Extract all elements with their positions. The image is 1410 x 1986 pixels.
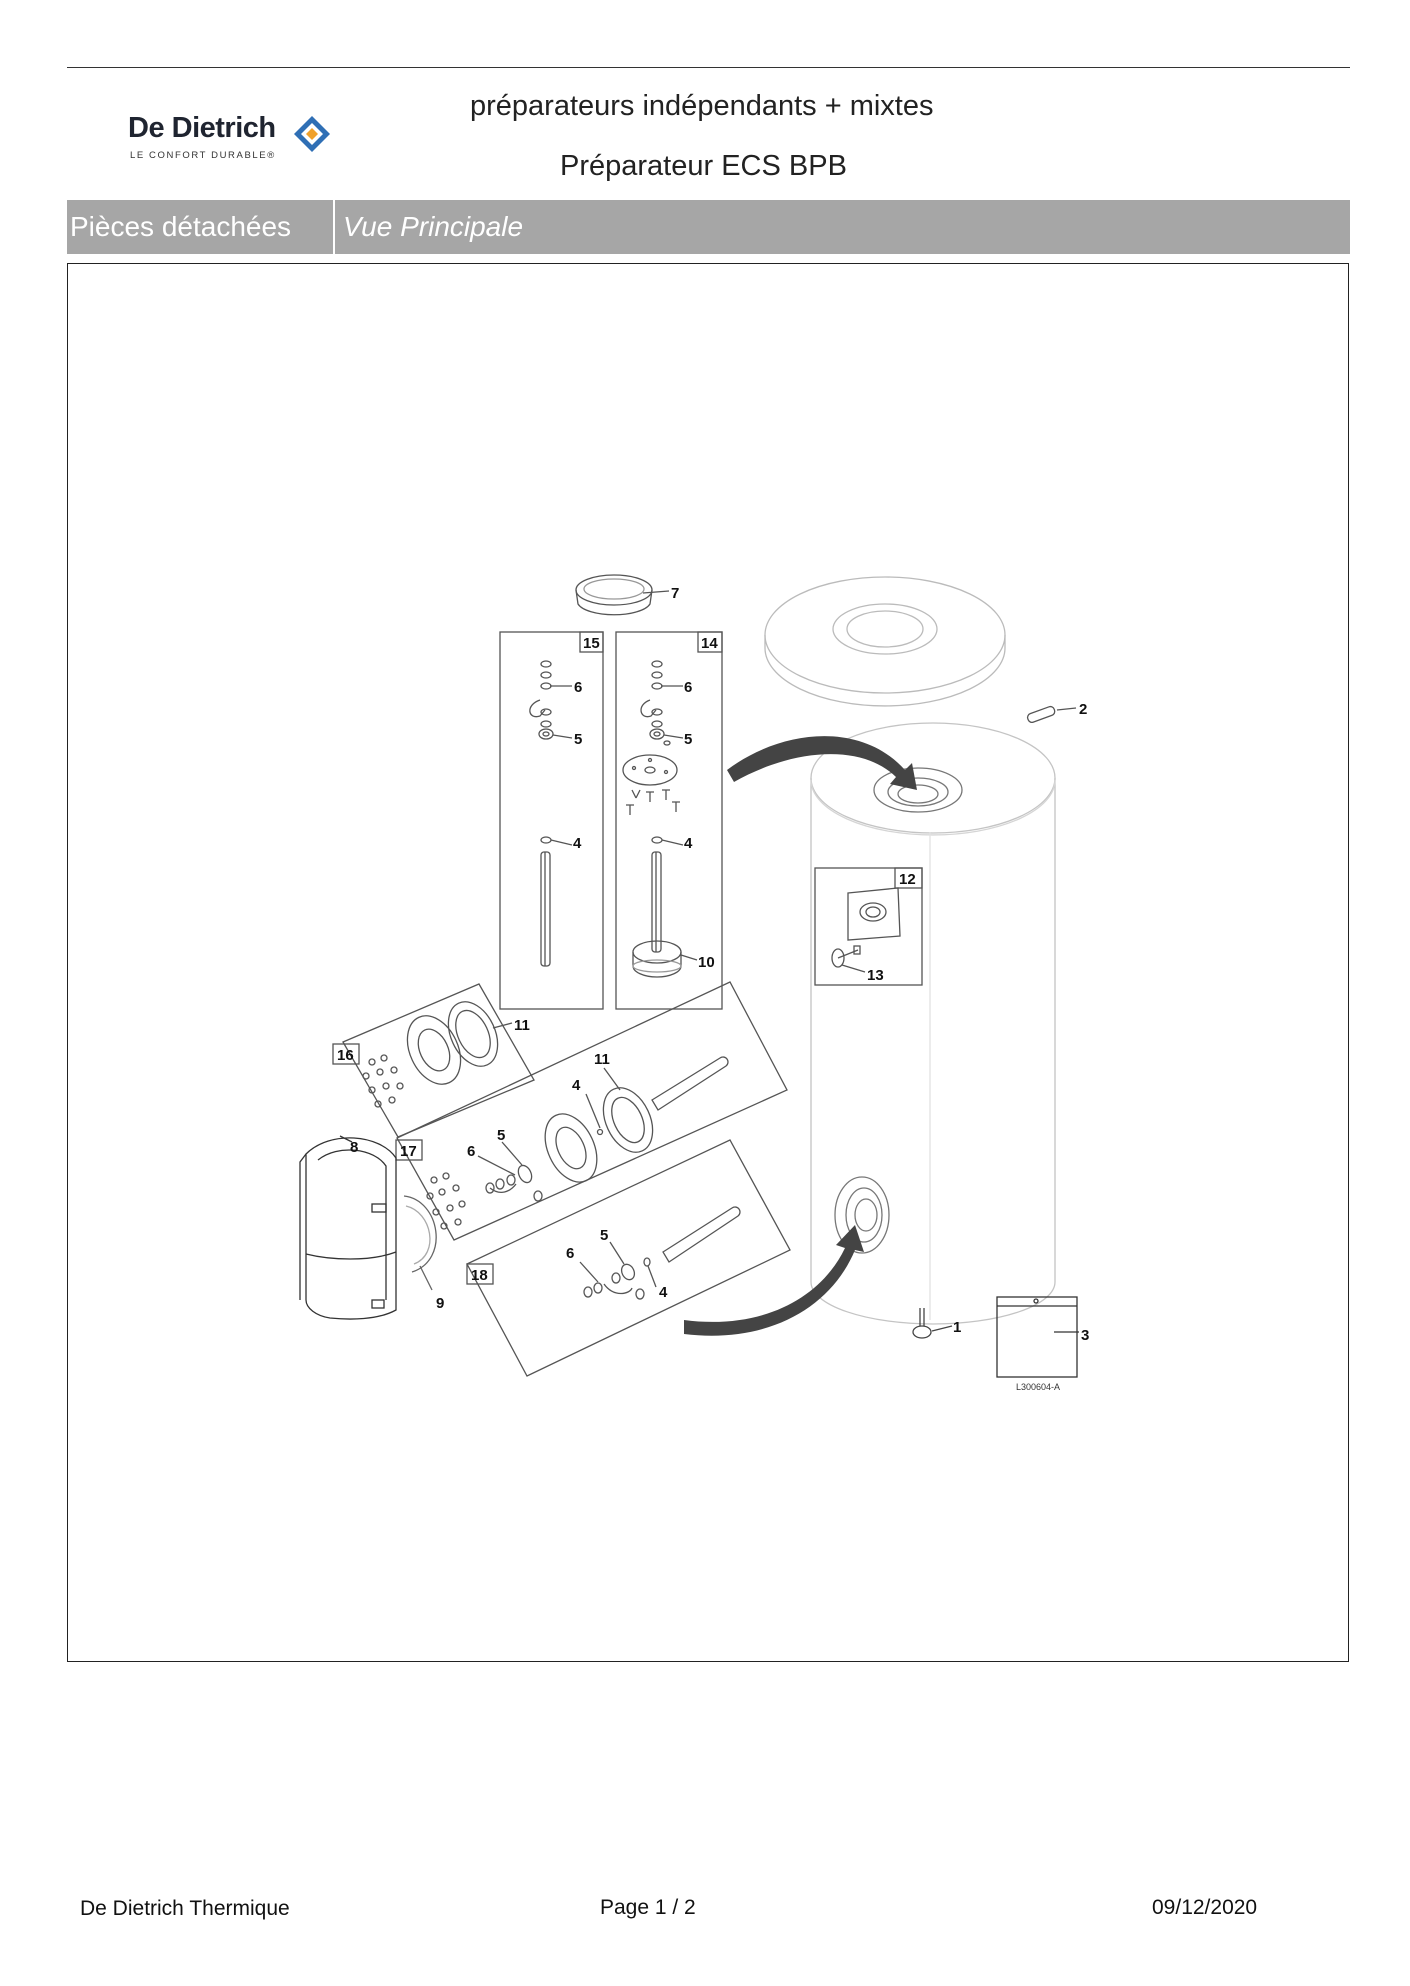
part-3-bag bbox=[996, 1296, 1079, 1378]
label-13: 13 bbox=[867, 967, 884, 984]
label-11-kit17: 11 bbox=[594, 1051, 610, 1068]
label-18: 18 bbox=[471, 1267, 488, 1284]
tank-side-flange bbox=[834, 1176, 890, 1254]
label-4-kit14: 4 bbox=[684, 835, 693, 852]
kit-17-box bbox=[396, 981, 788, 1241]
label-7: 7 bbox=[671, 585, 679, 602]
label-6-kit15: 6 bbox=[574, 679, 582, 696]
reference-code: L300604-A bbox=[1016, 1382, 1060, 1392]
kit-18-box bbox=[466, 1139, 791, 1377]
document-title: Préparateur ECS BPB bbox=[560, 150, 847, 182]
label-5-kit14: 5 bbox=[684, 731, 692, 748]
arrow-to-top-opening bbox=[727, 736, 917, 790]
arrow-to-side-flange bbox=[684, 1225, 864, 1336]
part-1-foot bbox=[912, 1308, 953, 1339]
part-8-front-cover bbox=[299, 1135, 397, 1320]
label-4-kit17: 4 bbox=[572, 1077, 581, 1094]
tank-body bbox=[810, 722, 1056, 1325]
label-9: 9 bbox=[436, 1295, 444, 1312]
label-6-kit14: 6 bbox=[684, 679, 692, 696]
kit-17-parts bbox=[426, 1056, 729, 1230]
view-label: Vue Principale bbox=[343, 211, 524, 242]
kit-14-parts bbox=[622, 660, 698, 978]
footer-page-number: Page 1 / 2 bbox=[600, 1896, 696, 1919]
label-8: 8 bbox=[350, 1139, 358, 1156]
label-10: 10 bbox=[698, 954, 715, 971]
label-1: 1 bbox=[953, 1319, 961, 1336]
label-3: 3 bbox=[1081, 1327, 1089, 1344]
label-15: 15 bbox=[583, 635, 600, 652]
tank-top-cover bbox=[764, 576, 1006, 707]
kit-12-parts bbox=[831, 887, 901, 973]
diamond-logo-icon bbox=[294, 116, 330, 152]
diagram-frame bbox=[67, 263, 1349, 1662]
top-rule bbox=[67, 67, 1350, 68]
part-9-insulation bbox=[403, 1195, 437, 1291]
section-label: Pièces détachées bbox=[67, 200, 335, 254]
brand-name: De Dietrich bbox=[128, 112, 276, 144]
label-6-kit18: 6 bbox=[566, 1245, 574, 1262]
label-5-kit17: 5 bbox=[497, 1127, 505, 1144]
tank-top-opening bbox=[873, 767, 963, 813]
kit-12-box bbox=[814, 867, 923, 986]
brand-tagline: LE CONFORT DURABLE® bbox=[130, 150, 276, 161]
kit-16-box bbox=[342, 983, 535, 1138]
label-5-kit15: 5 bbox=[574, 731, 582, 748]
kit-14-box bbox=[615, 631, 723, 1010]
label-16: 16 bbox=[337, 1047, 354, 1064]
section-band: Pièces détachées Vue Principale bbox=[67, 200, 1350, 254]
footer-date: 09/12/2020 bbox=[1152, 1896, 1258, 1919]
kit-18-parts bbox=[579, 1206, 741, 1300]
brand-logo: De Dietrich LE CONFORT DURABLE® bbox=[128, 112, 358, 167]
kit-16-parts bbox=[362, 1001, 513, 1108]
part-2 bbox=[1026, 705, 1077, 724]
label-5-kit18: 5 bbox=[600, 1227, 608, 1244]
label-6-kit17: 6 bbox=[467, 1143, 475, 1160]
label-4-kit18: 4 bbox=[659, 1284, 668, 1301]
label-2: 2 bbox=[1079, 701, 1087, 718]
label-14: 14 bbox=[701, 635, 718, 652]
footer-company: De Dietrich Thermique bbox=[80, 1897, 290, 1920]
kit-15-box bbox=[499, 631, 604, 1010]
kit-15-parts bbox=[529, 660, 573, 967]
label-12: 12 bbox=[899, 871, 916, 888]
label-17: 17 bbox=[400, 1143, 417, 1160]
label-11-kit16: 11 bbox=[514, 1017, 530, 1034]
part-7-cap bbox=[575, 574, 653, 616]
label-4-kit15: 4 bbox=[573, 835, 582, 852]
document-category: préparateurs indépendants + mixtes bbox=[470, 90, 934, 122]
